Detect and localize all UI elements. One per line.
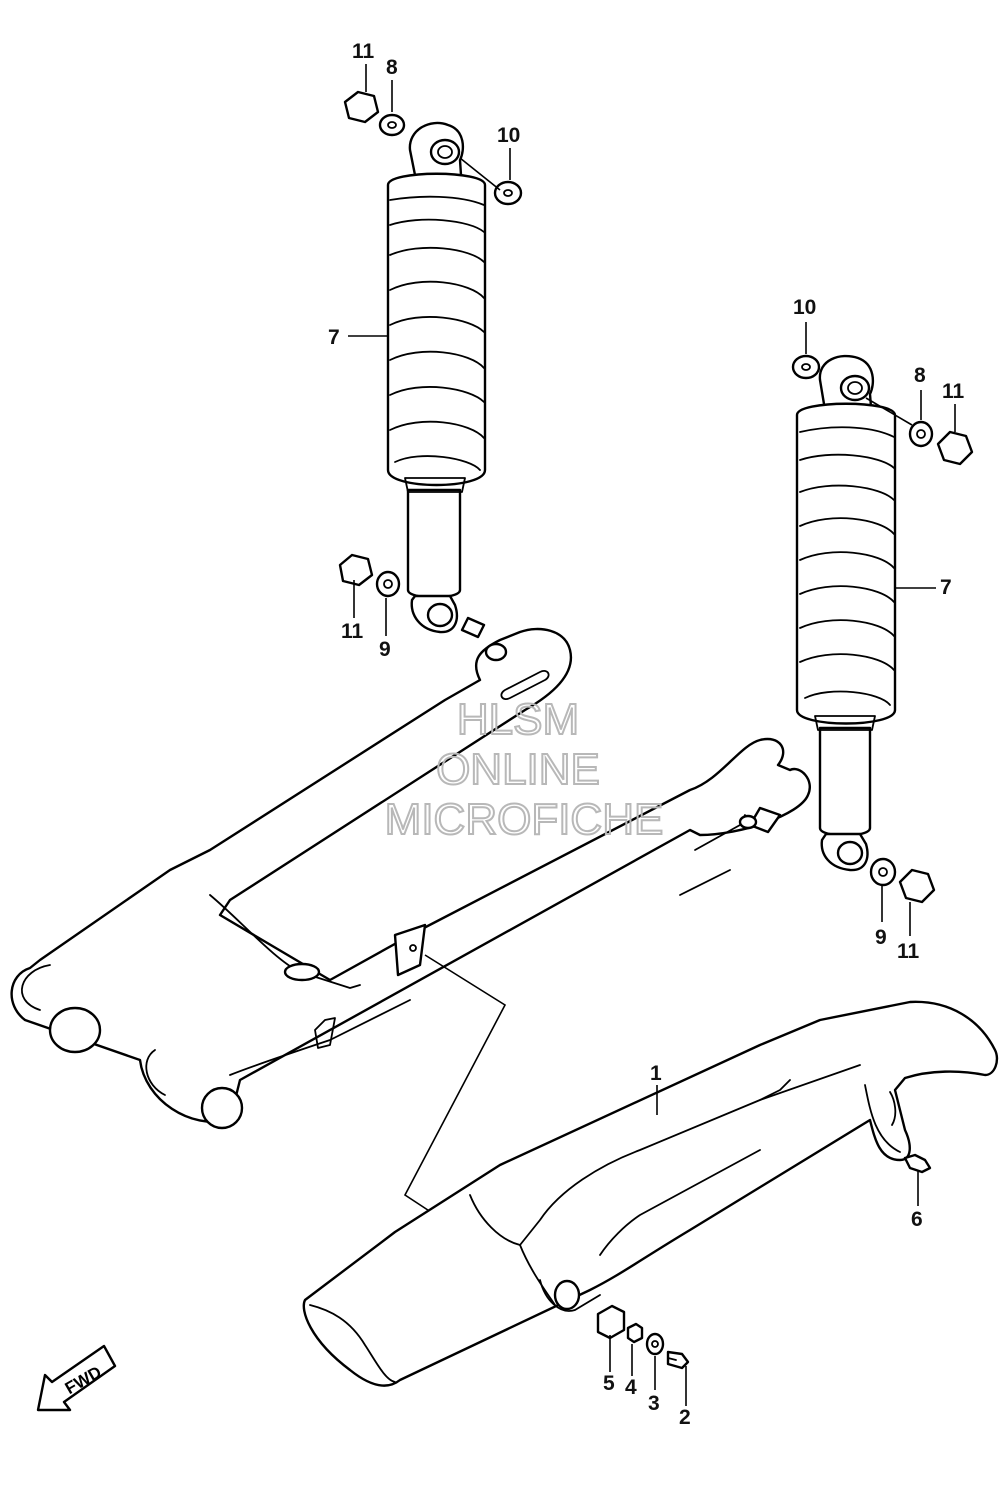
rear-shock-right bbox=[791, 322, 974, 936]
callout-3[interactable]: 3 bbox=[648, 1392, 660, 1415]
callout-11-right-top[interactable]: 11 bbox=[942, 380, 965, 403]
callout-5[interactable]: 5 bbox=[603, 1372, 615, 1395]
callout-11-left-top[interactable]: 11 bbox=[352, 40, 375, 63]
watermark-line-3: MICROFICHE bbox=[385, 795, 664, 844]
watermark: HLSM ONLINE MICROFICHE bbox=[384, 694, 665, 845]
callout-7-right[interactable]: 7 bbox=[940, 576, 952, 599]
callout-2[interactable]: 2 bbox=[679, 1406, 691, 1429]
watermark-line-2: ONLINE bbox=[436, 745, 600, 794]
callout-11-right-bottom[interactable]: 11 bbox=[897, 940, 920, 963]
callout-6[interactable]: 6 bbox=[911, 1208, 923, 1231]
callout-11-left-bottom[interactable]: 11 bbox=[341, 620, 364, 643]
callout-10-left[interactable]: 10 bbox=[497, 124, 520, 147]
callout-10-right[interactable]: 10 bbox=[793, 296, 816, 319]
watermark-line-1: HLSM bbox=[457, 695, 579, 744]
callout-8-right[interactable]: 8 bbox=[914, 364, 926, 387]
swing-arm bbox=[10, 616, 811, 1219]
callout-8-left[interactable]: 8 bbox=[386, 56, 398, 79]
fwd-arrow-icon: FWD bbox=[36, 1344, 117, 1412]
callout-1[interactable]: 1 bbox=[650, 1062, 662, 1085]
rear-shock-left bbox=[338, 64, 523, 636]
callouts: 11 8 10 7 11 9 10 8 11 7 9 11 1 6 5 4 3 … bbox=[328, 40, 965, 1429]
callout-7-left[interactable]: 7 bbox=[328, 326, 340, 349]
callout-9-right[interactable]: 9 bbox=[875, 926, 887, 949]
callout-4[interactable]: 4 bbox=[625, 1376, 637, 1399]
callout-9-left[interactable]: 9 bbox=[379, 638, 391, 661]
chain-case bbox=[302, 1000, 999, 1406]
